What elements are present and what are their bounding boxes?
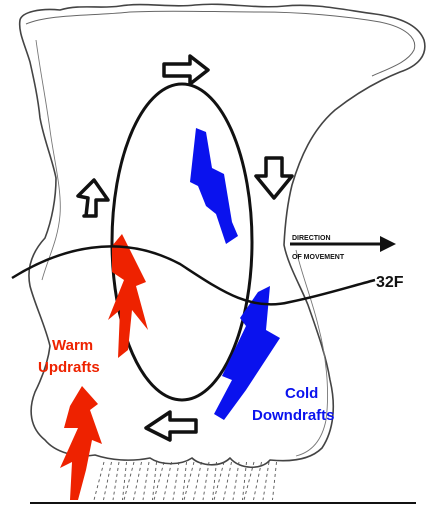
cold-downdrafts-label-line2: Downdrafts <box>252 407 335 424</box>
arrow-down-icon <box>256 158 292 198</box>
rain-streak <box>154 462 164 500</box>
warm-updraft-upper-arrow <box>108 234 148 358</box>
rain-streak <box>164 462 172 500</box>
rain-streak <box>104 462 112 500</box>
rain-streak <box>273 462 277 500</box>
rain-streak <box>173 462 179 500</box>
rain-streak <box>183 462 187 500</box>
isotherm-label: 32F <box>376 274 404 291</box>
rain-streak <box>184 462 194 500</box>
rain-streak <box>134 462 142 500</box>
arrow-right-icon <box>164 56 208 84</box>
arrow-up-icon <box>78 180 108 216</box>
rain-streak <box>143 462 149 500</box>
warm-updrafts-label-line1: Warm <box>52 337 93 354</box>
rain-streak <box>94 462 104 500</box>
cold-downdrafts-label-line1: Cold <box>285 385 318 402</box>
rain-streak <box>124 462 134 500</box>
warm-updrafts-label-line2: Updrafts <box>38 359 100 376</box>
rain-streak <box>263 462 269 500</box>
circulation-ellipse <box>112 84 252 400</box>
rain-streak <box>153 462 157 500</box>
rain-streak <box>233 462 239 500</box>
rain-streak <box>194 462 202 500</box>
rain-streak <box>214 462 224 500</box>
rain-streak <box>213 462 217 500</box>
cloud-inner-outline-right <box>296 250 328 456</box>
warm-updraft-lower-arrow <box>60 386 102 500</box>
rain-streak <box>123 462 127 500</box>
cloud-inner-outline <box>26 11 415 76</box>
rain-streak <box>243 462 247 500</box>
cold-downdraft-upper-arrow <box>190 128 238 244</box>
rain-streak <box>113 462 119 500</box>
rain-streak <box>203 462 209 500</box>
arrow-left-icon <box>146 412 196 440</box>
direction-label-line2: OF MOVEMENT <box>292 254 345 261</box>
rain-streak <box>224 462 232 500</box>
direction-label-line1: DIRECTION <box>292 235 331 242</box>
